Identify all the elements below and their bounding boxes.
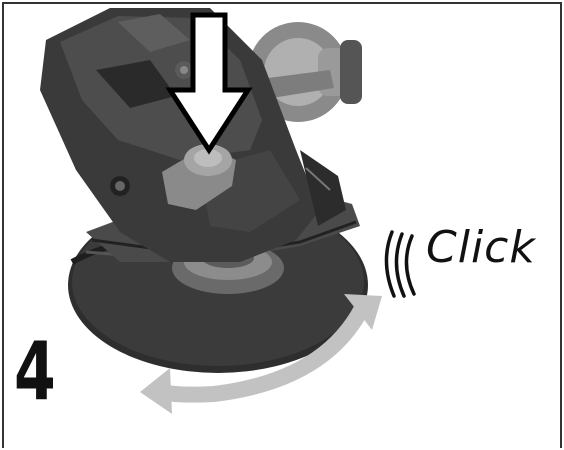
sound-waves-icon [386,232,414,296]
click-sound-label: Click [426,226,536,270]
step-number: 4 [14,332,56,412]
